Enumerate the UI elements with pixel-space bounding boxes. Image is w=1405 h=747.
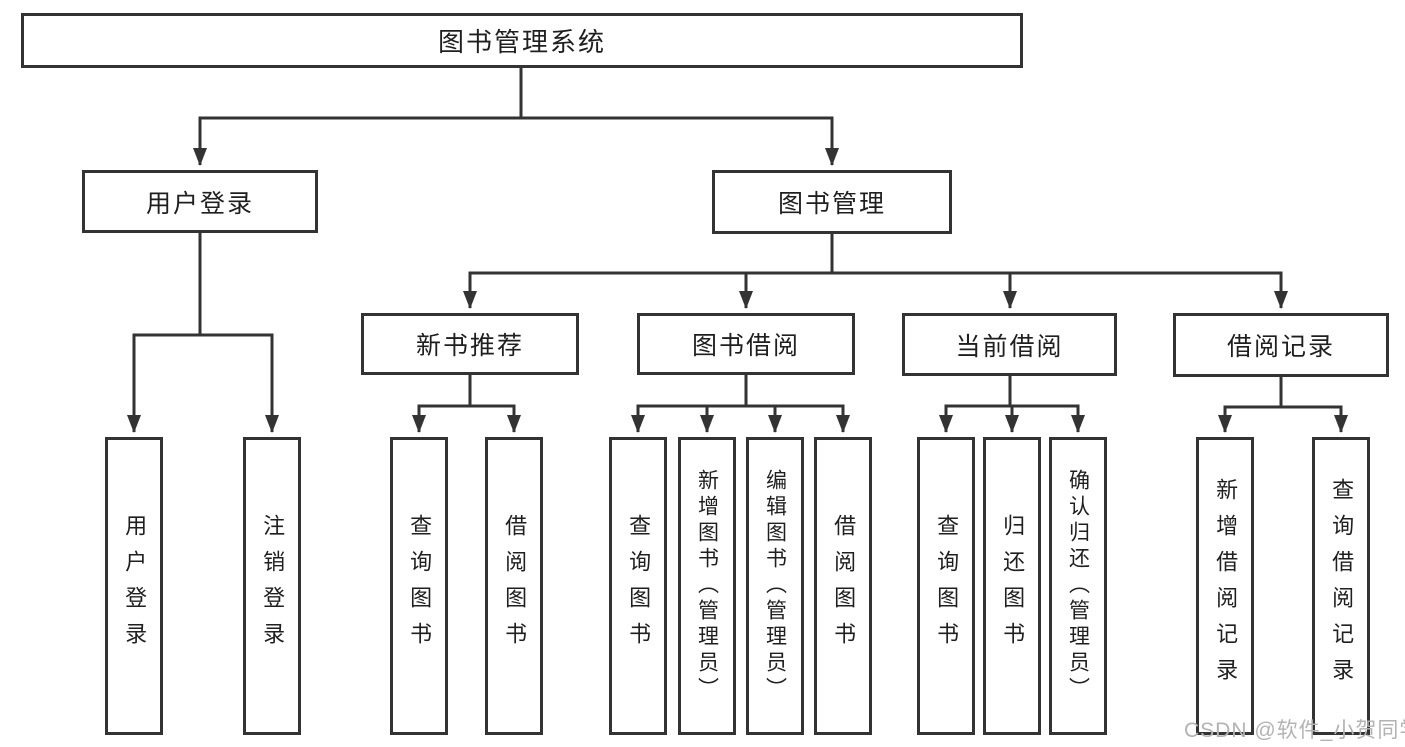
leaf-return-book: 归还图书 — [983, 437, 1041, 735]
leaf-label: 编辑图书（管理员） — [763, 469, 787, 703]
node-borrowing-records: 借阅记录 — [1173, 313, 1389, 377]
leaf-query-book-current: 查询图书 — [917, 437, 975, 735]
node-book-management: 图书管理 — [712, 170, 952, 234]
leaf-borrow-book-recommend: 借阅图书 — [485, 437, 543, 735]
node-label: 图书管理 — [777, 190, 886, 218]
node-current-borrowing: 当前借阅 — [902, 313, 1117, 376]
leaf-label: 查询图书 — [626, 514, 652, 658]
leaf-label: 用户登录 — [122, 514, 148, 658]
leaf-user-login: 用户登录 — [105, 437, 163, 735]
leaf-borrow-book-borrowing: 借阅图书 — [814, 437, 872, 735]
leaf-logout: 注销登录 — [243, 437, 301, 735]
leaf-label: 查询图书 — [407, 514, 433, 658]
node-label: 图书借阅 — [691, 332, 800, 360]
leaf-query-borrow-record: 查询借阅记录 — [1312, 437, 1370, 735]
node-label: 新书推荐 — [415, 332, 524, 360]
leaf-label: 新增借阅记录 — [1213, 478, 1239, 694]
node-new-book-recommend: 新书推荐 — [361, 313, 579, 375]
leaf-query-book-borrowing: 查询图书 — [609, 437, 667, 735]
node-label: 借阅记录 — [1226, 333, 1335, 361]
leaf-label: 注销登录 — [260, 514, 286, 658]
leaf-confirm-return-admin: 确认归还（管理员） — [1049, 437, 1107, 735]
leaf-label: 归还图书 — [1000, 514, 1026, 658]
node-label: 图书管理系统 — [437, 27, 606, 57]
node-root-library-system: 图书管理系统 — [21, 13, 1023, 68]
leaf-label: 借阅图书 — [502, 514, 528, 658]
csdn-watermark: CSDN @软件_小贺同学 — [1184, 719, 1405, 742]
leaf-label: 查询图书 — [934, 514, 960, 658]
leaf-add-borrow-record: 新增借阅记录 — [1196, 437, 1254, 735]
node-user-login: 用户登录 — [82, 170, 318, 233]
leaf-query-book-recommend: 查询图书 — [390, 437, 448, 735]
node-label: 当前借阅 — [955, 332, 1064, 361]
leaf-label: 确认归还（管理员） — [1066, 469, 1090, 703]
leaf-label: 新增图书（管理员） — [695, 469, 719, 703]
node-book-borrowing: 图书借阅 — [637, 313, 855, 375]
leaf-label: 借阅图书 — [831, 514, 857, 658]
leaf-add-book-admin: 新增图书（管理员） — [678, 437, 736, 735]
node-label: 用户登录 — [145, 189, 254, 218]
leaf-edit-book-admin: 编辑图书（管理员） — [746, 437, 804, 735]
leaf-label: 查询借阅记录 — [1329, 478, 1355, 694]
